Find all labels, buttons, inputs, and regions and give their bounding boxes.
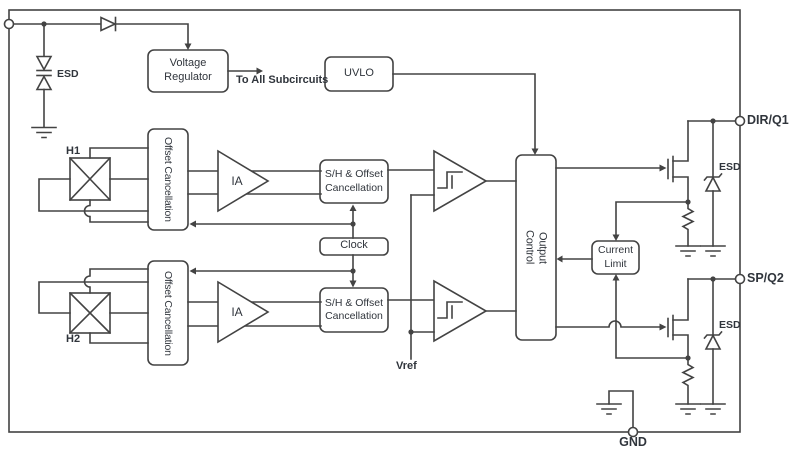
dirq1-pin-label: DIR/Q1 [747, 113, 789, 127]
hall1-label: H1 [66, 145, 81, 157]
ia2-label: IA [231, 304, 243, 319]
comparator2-hysteresis-icon [437, 301, 463, 319]
spq2-pin-label: SP/Q2 [747, 271, 784, 285]
junction-dots [41, 21, 716, 361]
offset-cancellation-1-box [147, 128, 189, 231]
hall-element-2 [68, 291, 112, 335]
ia2-triangle [217, 280, 270, 344]
current-limit-box [591, 240, 640, 275]
hall2-label: H2 [66, 333, 81, 345]
vref-label: Vref [396, 360, 417, 372]
series-diode [100, 16, 117, 32]
package-pins [3, 18, 746, 438]
gnd-pin [627, 426, 639, 438]
esd-input-label: ESD [57, 68, 79, 80]
sh-offset-2-box [319, 287, 389, 333]
ground-symbol [31, 126, 57, 139]
comparator1-hysteresis-icon [437, 171, 463, 189]
stage1-resistor [675, 201, 701, 257]
esd-output2-label: ESD [719, 319, 741, 331]
esd-zener-2 [700, 278, 726, 415]
voltage-regulator-label: Voltage Regulator [164, 57, 212, 83]
channel1-diff-wires [187, 170, 322, 195]
uvlo-label: UVLO [344, 67, 374, 80]
supply-feed-wire [12, 23, 189, 45]
current-limit-label: Current Limit [597, 244, 633, 270]
clock-label: Clock [340, 239, 368, 252]
output-control-box [515, 154, 557, 341]
esd-zener-1 [700, 120, 726, 257]
output-control-label: Output Control [523, 230, 549, 265]
current-limit-wires [561, 201, 689, 359]
hall-element-1 [68, 156, 112, 202]
offset-cancellation-1-label: Offset Cancellation [162, 137, 174, 222]
mosfet-2 [667, 278, 689, 359]
comparator2-triangle [433, 279, 488, 343]
stage2-resistor [675, 357, 701, 415]
hall1-wires [38, 147, 149, 223]
uvlo-wire [392, 73, 536, 149]
sh-offset-2-label: S/H & Offset Cancellation [324, 296, 384, 322]
gnd-pin-label: GND [619, 435, 647, 449]
input-esd-branch [31, 23, 57, 139]
spq2-pin [734, 273, 746, 285]
dirq1-pin [734, 115, 746, 127]
mosfet-1 [667, 120, 689, 203]
gnd-network [596, 390, 634, 429]
sh-offset-1-box [319, 159, 389, 204]
to-all-subcircuits-label: To All Subcircuits [236, 74, 329, 86]
ia1-label: IA [231, 173, 243, 188]
offset-cancellation-2-box [147, 260, 189, 366]
vdd-pin [3, 18, 15, 30]
hall2-wires [38, 268, 149, 344]
clock-box [319, 237, 389, 256]
gate2-wire [555, 320, 661, 328]
arrowheads [184, 43, 667, 331]
comparator1-triangle [433, 149, 488, 213]
offset-cancellation-2-label: Offset Cancellation [162, 270, 174, 356]
channel2-diff-wires [187, 301, 322, 327]
ic-boundary [8, 9, 741, 433]
sh-offset-1-label: S/H & Offset Cancellation [324, 168, 384, 194]
esd-output1-label: ESD [719, 161, 741, 173]
ia1-triangle [217, 149, 270, 213]
